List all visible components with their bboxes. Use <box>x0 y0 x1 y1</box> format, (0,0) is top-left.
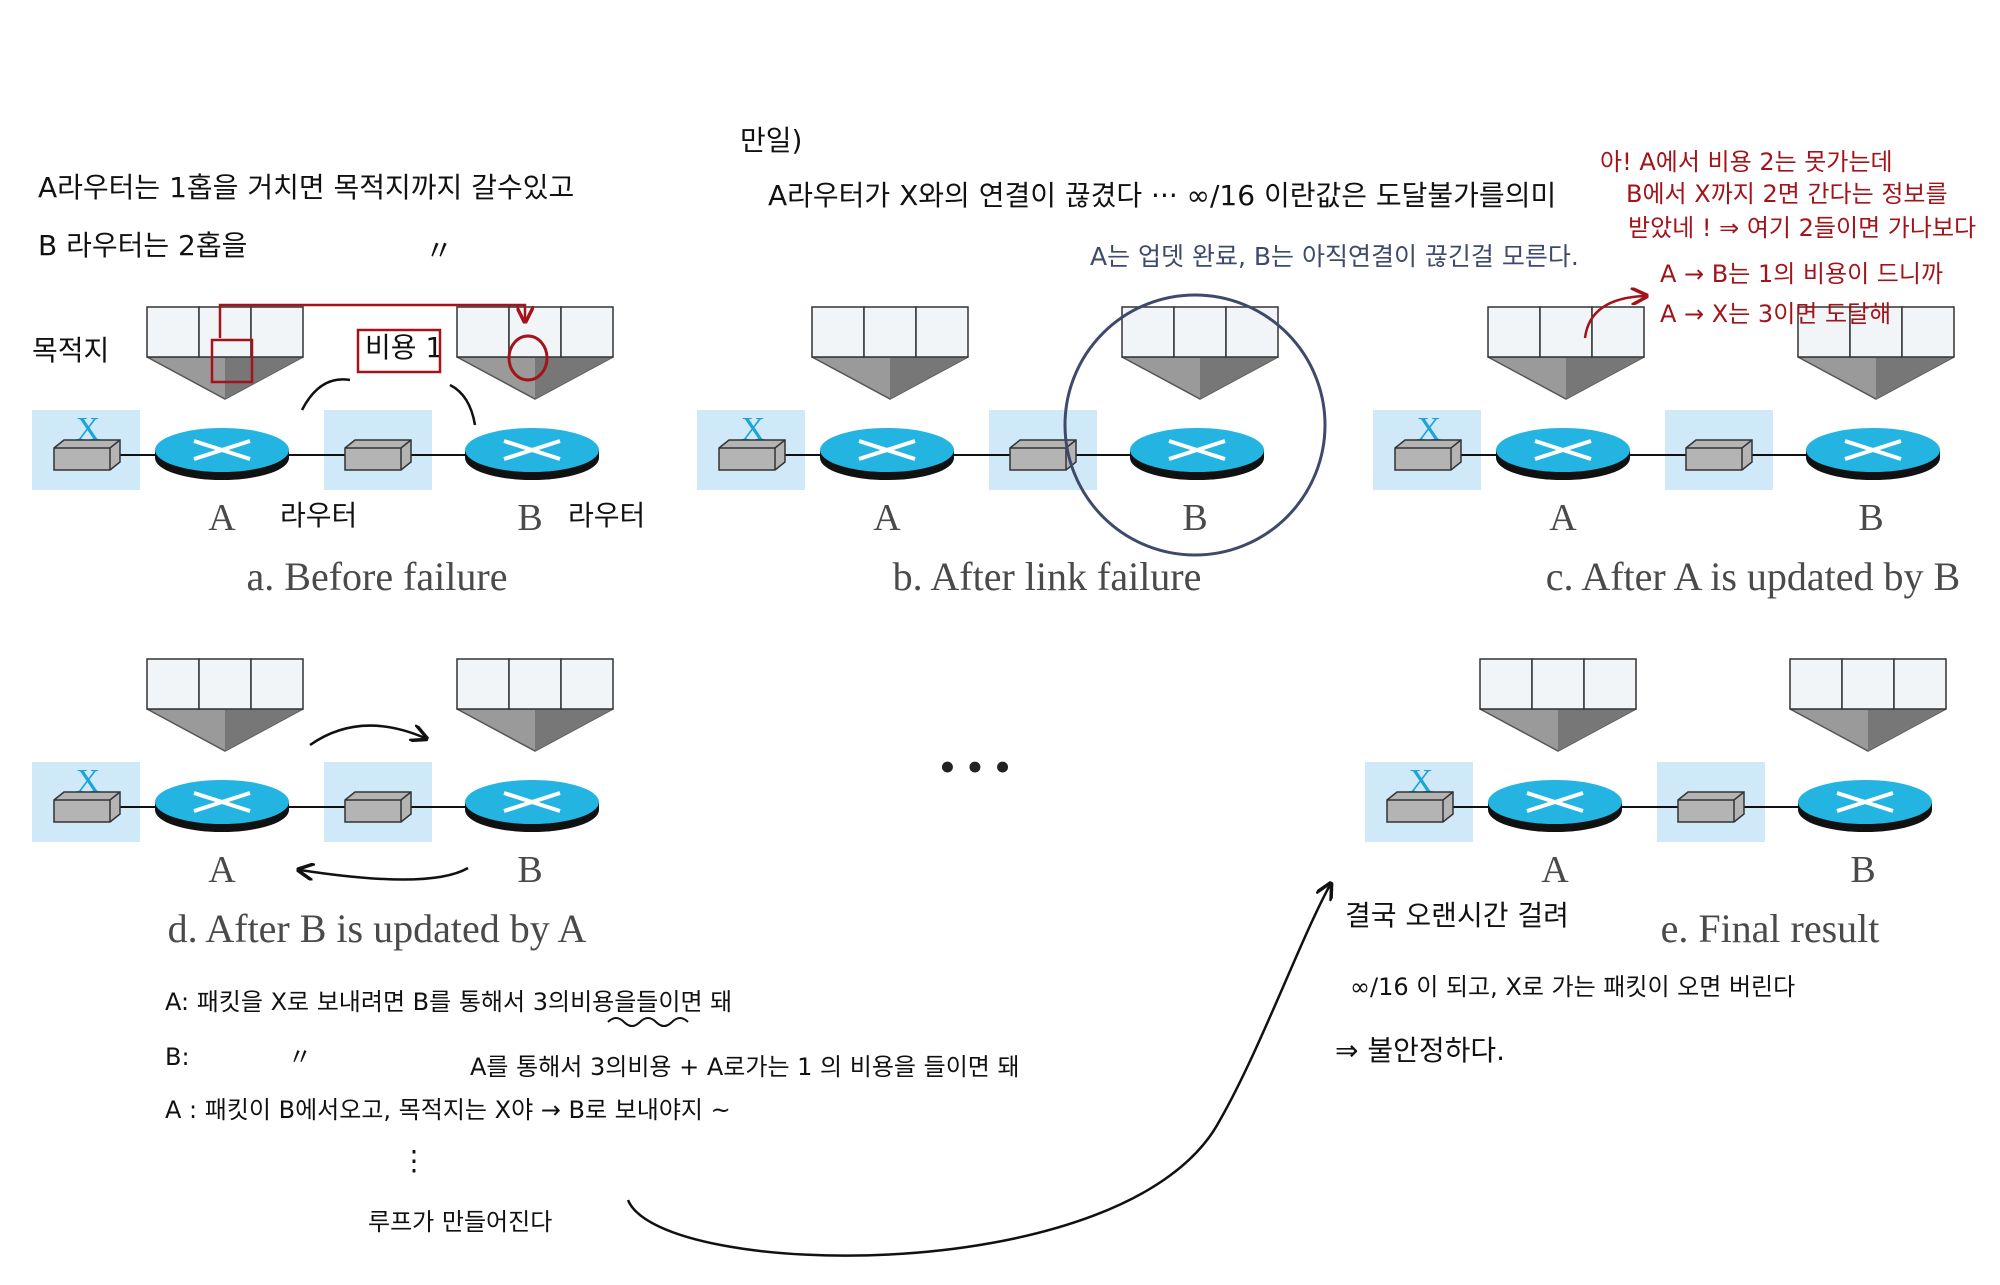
note-red-5: A → X는 3이면 도달해 <box>1660 300 1891 328</box>
arrow-a-to-b <box>309 724 425 747</box>
note-d-2: A를 통해서 3의비용 + A로가는 1 의 비용을 들이면 돼 <box>470 1053 1020 1081</box>
note-ditto-mark: 〃 <box>425 234 453 267</box>
note-suppose-heading: 만일) <box>740 124 802 157</box>
middle-switch <box>344 791 412 823</box>
caption: c. After A is updated by B <box>1546 554 1960 599</box>
note-red-3: 받았네 ! ⇒ 여기 2들이면 가나보다 <box>1628 214 1976 242</box>
caption: e. Final result <box>1661 906 1880 951</box>
node-label-b: B <box>1850 849 1875 891</box>
note-d-2-ditto: 〃 <box>288 1043 312 1071</box>
middle-switch <box>344 439 412 471</box>
notes-panel-b: 만일) A라우터가 X와의 연결이 끊겼다 ··· ∞/16 이란값은 도달불가… <box>740 124 1579 557</box>
node-label-a: A <box>208 849 236 891</box>
middle-switch <box>1009 439 1077 471</box>
note-cost-label: 비용 1 <box>365 331 443 364</box>
note-d-3: A : 패킷이 B에서오고, 목적지는 X야 → B로 보내야지 ~ <box>165 1096 731 1124</box>
router-a <box>155 428 289 480</box>
router-a <box>1488 780 1622 832</box>
notes-panel-a: A라우터는 1홉을 거치면 목적지까지 갈수있고 B 라우터는 2홉을 〃 목적… <box>32 171 645 532</box>
node-label-b: B <box>517 497 542 539</box>
router-b <box>465 428 599 480</box>
node-label-b: B <box>1182 497 1207 539</box>
notes-panel-e: 결국 오랜시간 걸려 ∞/16 이 되고, X로 가는 패킷이 오면 버린다 ⇒… <box>1335 899 1795 1067</box>
circle-router-b <box>1063 293 1327 557</box>
routing-table-b <box>456 658 614 752</box>
note-link-broken: A라우터가 X와의 연결이 끊겼다 ··· ∞/16 이란값은 도달불가를의미 <box>768 179 1556 212</box>
routing-table-a <box>1479 658 1637 752</box>
host-switch <box>53 439 121 471</box>
node-label-b: B <box>517 849 542 891</box>
router-a <box>820 428 954 480</box>
host-switch <box>718 439 786 471</box>
routing-table-b <box>1797 306 1955 400</box>
note-d-vdots: ⋮ <box>400 1144 428 1177</box>
note-red-1: 아! A에서 비용 2는 못가는데 <box>1600 148 1893 176</box>
routing-table-b <box>456 306 614 400</box>
ellipsis: • • • <box>939 741 1010 792</box>
note-d-2-lead: B: <box>165 1043 190 1071</box>
squiggle-underline <box>607 1017 689 1027</box>
middle-switch <box>1677 791 1745 823</box>
notes-panel-d: A: 패킷을 X로 보내려면 B를 통해서 3의비용을들이면 돼 B: 〃 A를… <box>165 724 1330 1257</box>
host-switch <box>1394 439 1462 471</box>
router-b <box>465 780 599 832</box>
host-switch <box>1386 791 1454 823</box>
node-label-b: B <box>1858 497 1883 539</box>
note-router-b-suffix: 라우터 <box>568 499 645 532</box>
note-red-2: B에서 X까지 2면 간다는 정보를 <box>1626 180 1948 208</box>
note-destination-label: 목적지 <box>32 334 109 367</box>
highlight-cost-a <box>210 338 254 384</box>
arrow-b-to-a <box>300 868 469 880</box>
caption: a. Before failure <box>247 554 508 599</box>
router-b <box>1130 428 1264 480</box>
cost-pointer-right <box>449 383 477 426</box>
routing-table-a <box>146 658 304 752</box>
note-e-1: 결국 오랜시간 걸려 <box>1345 899 1569 932</box>
node-label-a: A <box>1541 849 1569 891</box>
caption: d. After B is updated by A <box>168 906 587 951</box>
note-loop: 루프가 만들어진다 <box>368 1208 552 1236</box>
cost-box-annotation <box>356 328 442 374</box>
node-label-a: A <box>873 497 901 539</box>
node-label-a: A <box>1549 497 1577 539</box>
arrow-loop-to-result <box>626 885 1330 1257</box>
note-e-3: ⇒ 불안정하다. <box>1335 1034 1505 1067</box>
highlight-cost-b <box>507 334 549 382</box>
routing-table-a <box>146 306 304 400</box>
red-arrow-cost-path <box>218 303 525 338</box>
notes-panel-c: 아! A에서 비용 2는 못가는데 B에서 X까지 2면 간다는 정보를 받았네… <box>1583 148 1976 339</box>
routing-table-a <box>811 306 969 400</box>
note-top-left-2: B 라우터는 2홉을 <box>38 229 247 262</box>
note-top-left-1: A라우터는 1홉을 거치면 목적지까지 갈수있고 <box>38 171 574 204</box>
cost-pointer-left <box>300 378 351 411</box>
note-red-4: A → B는 1의 비용이 드니까 <box>1660 260 1943 288</box>
note-e-2: ∞/16 이 되고, X로 가는 패킷이 오면 버린다 <box>1350 973 1795 1001</box>
router-b <box>1806 428 1940 480</box>
note-router-a-suffix: 라우터 <box>280 499 357 532</box>
routing-table-a <box>1487 306 1645 400</box>
node-label-a: A <box>208 497 236 539</box>
caption: b. After link failure <box>893 554 1202 599</box>
routing-table-b <box>1789 658 1947 752</box>
router-a <box>1496 428 1630 480</box>
middle-switch <box>1685 439 1753 471</box>
router-a <box>155 780 289 832</box>
host-switch <box>53 791 121 823</box>
routing-table-b <box>1121 306 1279 400</box>
note-a-updated-b-unaware: A는 업뎃 완료, B는 아직연결이 끊긴걸 모른다. <box>1090 242 1579 271</box>
note-d-1: A: 패킷을 X로 보내려면 B를 통해서 3의비용을들이면 돼 <box>165 988 732 1016</box>
red-arrow-to-table <box>1583 296 1645 339</box>
router-b <box>1798 780 1932 832</box>
